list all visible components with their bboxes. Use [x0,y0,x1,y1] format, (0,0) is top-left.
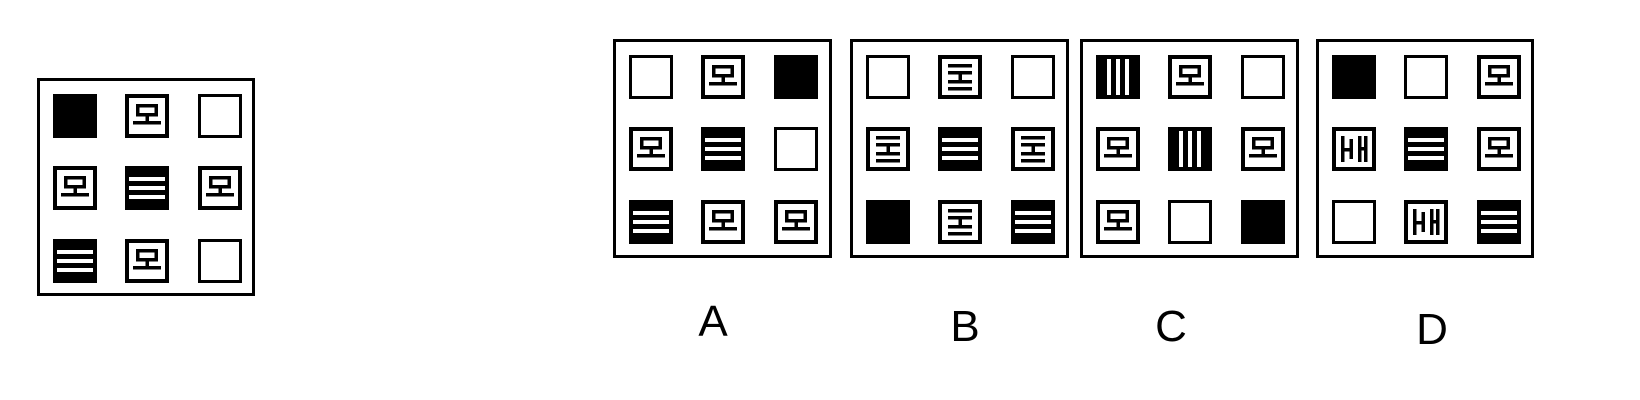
question-tile-white [198,239,242,283]
option-a-tile-symbol [701,55,745,99]
option-b-tile-symbol-alt [938,200,982,244]
option-c-tile-symbol [1096,200,1140,244]
option-d-tile-symbol-mirror [1332,127,1376,171]
question-tile-symbol [125,239,169,283]
option-c-tile-symbol [1241,127,1285,171]
option-c-panel[interactable] [1080,39,1299,258]
option-a-panel[interactable] [613,39,832,258]
option-c-tile-symbol [1096,127,1140,171]
option-c-tile-white [1168,200,1212,244]
option-d-tile-black [1332,55,1376,99]
option-c-tile-symbol [1168,55,1212,99]
option-b-label: B [950,302,980,351]
option-b-tile-symbol-alt [1011,127,1055,171]
question-tile-symbol [125,94,169,138]
option-d-tile-hstripes [1477,200,1521,244]
option-a-tile-symbol [774,200,818,244]
option-a-tile-black [774,55,818,99]
option-a-tile-hstripes [629,200,673,244]
option-b-tile-hstripes [938,127,982,171]
option-b-tile-black [866,200,910,244]
question-tile-black [53,94,97,138]
option-c-tile-black [1241,200,1285,244]
option-a-tile-white [774,127,818,171]
option-b-panel[interactable] [850,39,1069,258]
question-tile-symbol [53,166,97,210]
question-panel [37,78,255,296]
option-a-tile-symbol [701,200,745,244]
option-d-tile-white [1332,200,1376,244]
option-d-tile-hstripes [1404,127,1448,171]
option-b-tile-white [1011,55,1055,99]
option-d-label: D [1416,305,1448,354]
option-b-tile-white [866,55,910,99]
option-b-tile-symbol-alt [938,55,982,99]
option-a-tile-white [629,55,673,99]
question-tile-hstripes [53,239,97,283]
option-d-tile-white [1404,55,1448,99]
option-a-label: A [698,297,728,346]
option-d-tile-symbol [1477,55,1521,99]
option-d-panel[interactable] [1316,39,1534,258]
option-d-tile-symbol-mirror [1404,200,1448,244]
question-tile-hstripes [125,166,169,210]
option-a-tile-hstripes [701,127,745,171]
option-a-tile-symbol [629,127,673,171]
option-d-tile-symbol [1477,127,1521,171]
option-c-tile-vstripes [1096,55,1140,99]
option-c-label: C [1155,302,1187,351]
option-b-tile-hstripes [1011,200,1055,244]
option-b-tile-symbol-alt [866,127,910,171]
option-c-tile-vstripes [1168,127,1212,171]
option-c-tile-white [1241,55,1285,99]
question-tile-white [198,94,242,138]
question-tile-symbol [198,166,242,210]
